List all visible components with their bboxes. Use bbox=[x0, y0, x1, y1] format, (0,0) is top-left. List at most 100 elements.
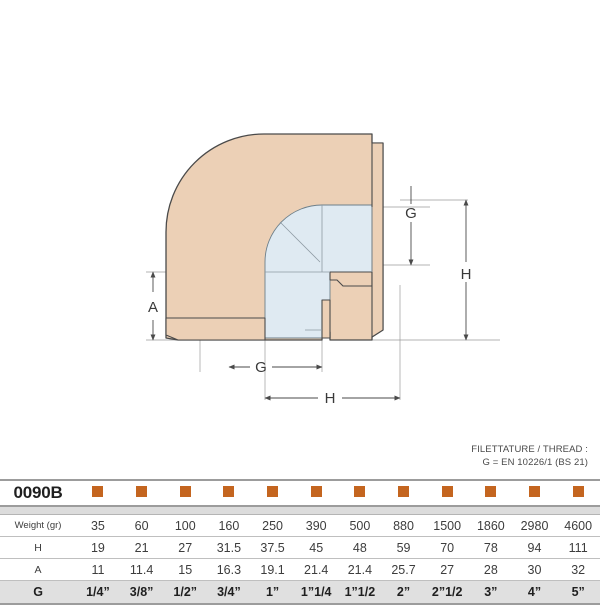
availability-swatch bbox=[223, 486, 235, 497]
thread-note-line1: FILETTATURE / THREAD : bbox=[471, 444, 588, 455]
availability-swatch-cell bbox=[512, 480, 557, 507]
construction-lines bbox=[265, 205, 373, 331]
table-cell: 2” bbox=[381, 580, 426, 605]
availability-swatch-cell bbox=[556, 480, 600, 507]
dimension-label-g-vertical: G bbox=[405, 205, 417, 222]
table-cell: 1”1/4 bbox=[294, 580, 339, 605]
availability-swatch-cell bbox=[250, 480, 295, 507]
table-cell: 21 bbox=[119, 536, 164, 559]
elbow-fitting-drawing: A G H G H bbox=[146, 133, 500, 407]
table-cell: 78 bbox=[469, 536, 513, 559]
table-cell: 2980 bbox=[512, 514, 557, 537]
thread-note-line2: G = EN 10226/1 (BS 21) bbox=[482, 457, 588, 468]
availability-swatch bbox=[136, 486, 148, 497]
availability-swatch-cell bbox=[207, 480, 251, 507]
availability-swatch bbox=[572, 486, 584, 497]
table-cell: 37.5 bbox=[250, 536, 295, 559]
dimension-a: A bbox=[148, 271, 158, 341]
dimension-g-vertical: G bbox=[405, 186, 417, 266]
table-cell: 1/4” bbox=[76, 580, 120, 605]
table-spacer-row bbox=[0, 506, 600, 515]
table-cell: 880 bbox=[381, 514, 426, 537]
availability-swatch bbox=[485, 486, 497, 497]
row-label-a: A bbox=[0, 558, 77, 581]
table-cell: 59 bbox=[381, 536, 426, 559]
availability-swatch-cell bbox=[469, 480, 513, 507]
availability-swatch-cell bbox=[119, 480, 164, 507]
dimension-h-vertical: H bbox=[461, 199, 472, 341]
table-cell: 31.5 bbox=[207, 536, 251, 559]
table-cell: 21.4 bbox=[294, 558, 339, 581]
table-cell: 30 bbox=[512, 558, 557, 581]
table-cell: 250 bbox=[250, 514, 295, 537]
table-cell: 27 bbox=[163, 536, 208, 559]
availability-swatch-cell bbox=[76, 480, 120, 507]
availability-swatch-cell bbox=[338, 480, 382, 507]
product-code: 0090B bbox=[0, 480, 77, 507]
row-label-h: H bbox=[0, 536, 77, 559]
availability-swatch bbox=[529, 486, 540, 497]
table-cell: 21.4 bbox=[338, 558, 382, 581]
table-cell: 5” bbox=[556, 580, 600, 605]
table-cell: 1/2” bbox=[163, 580, 208, 605]
table-cell: 28 bbox=[469, 558, 513, 581]
availability-swatch bbox=[398, 486, 410, 497]
availability-swatch bbox=[441, 486, 453, 497]
table-cell: 500 bbox=[338, 514, 382, 537]
table-cell: 32 bbox=[556, 558, 600, 581]
dimension-g-horizontal: G bbox=[228, 359, 323, 376]
table-cell: 4” bbox=[512, 580, 557, 605]
availability-swatch bbox=[354, 486, 366, 497]
row-label-weight-gr: Weight (gr) bbox=[0, 514, 77, 537]
dimension-label-g-horizontal: G bbox=[255, 359, 267, 376]
table-cell: 35 bbox=[76, 514, 120, 537]
availability-swatch bbox=[92, 486, 104, 497]
technical-drawing: A G H G H bbox=[146, 133, 500, 407]
table-cell: 100 bbox=[163, 514, 208, 537]
availability-swatch bbox=[267, 486, 279, 497]
table-cell: 3/8” bbox=[119, 580, 164, 605]
table-cell: 3/4” bbox=[207, 580, 251, 605]
availability-swatch-cell bbox=[381, 480, 426, 507]
availability-swatch-cell bbox=[294, 480, 339, 507]
table-cell: 15 bbox=[163, 558, 208, 581]
table-cell: 94 bbox=[512, 536, 557, 559]
table-cell: 27 bbox=[425, 558, 470, 581]
table-spacer-cell bbox=[0, 506, 600, 515]
table-cell: 45 bbox=[294, 536, 339, 559]
table-cell: 4600 bbox=[556, 514, 600, 537]
table-cell: 48 bbox=[338, 536, 382, 559]
table-cell: 3” bbox=[469, 580, 513, 605]
table-cell: 16.3 bbox=[207, 558, 251, 581]
table-cell: 1500 bbox=[425, 514, 470, 537]
table-cell: 60 bbox=[119, 514, 164, 537]
availability-swatch-cell bbox=[163, 480, 208, 507]
thread-specification-note: FILETTATURE / THREAD : G = EN 10226/1 (B… bbox=[471, 443, 588, 469]
table-cell: 1”1/2 bbox=[338, 580, 382, 605]
dimension-label-h-vertical: H bbox=[461, 266, 472, 283]
table-cell: 160 bbox=[207, 514, 251, 537]
table-cell: 19.1 bbox=[250, 558, 295, 581]
table-cell: 1860 bbox=[469, 514, 513, 537]
dimension-label-h-horizontal: H bbox=[325, 390, 336, 407]
table-cell: 70 bbox=[425, 536, 470, 559]
socket-rim-details bbox=[165, 142, 384, 341]
table-code-row: 0090B bbox=[0, 480, 600, 507]
table-cell: 19 bbox=[76, 536, 120, 559]
availability-swatch bbox=[179, 486, 191, 497]
table-cell: 11 bbox=[76, 558, 120, 581]
table-cell: 11.4 bbox=[119, 558, 164, 581]
row-label-g: G bbox=[0, 580, 77, 605]
dimension-label-a: A bbox=[148, 299, 158, 316]
table-cell: 111 bbox=[556, 536, 600, 559]
availability-swatch bbox=[310, 486, 322, 497]
dimension-h-horizontal: H bbox=[264, 390, 401, 407]
table-cell: 390 bbox=[294, 514, 339, 537]
table-cell: 2”1/2 bbox=[425, 580, 470, 605]
